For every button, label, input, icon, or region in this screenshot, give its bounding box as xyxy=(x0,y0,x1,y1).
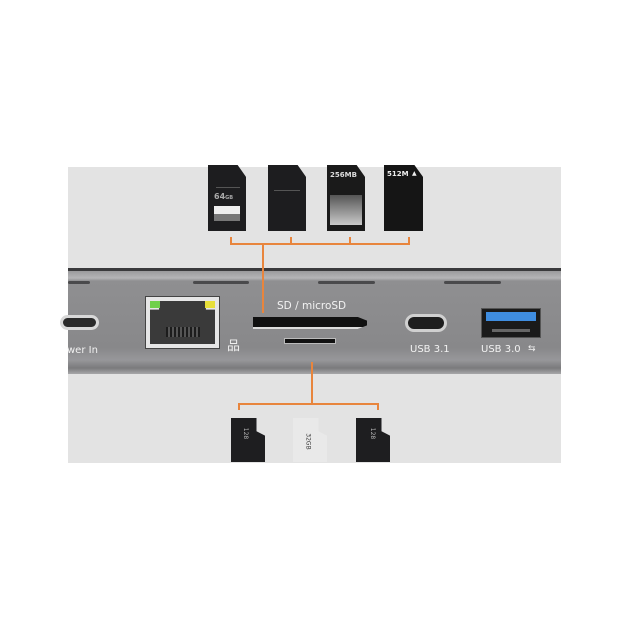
sd-card-capacity: 64 xyxy=(214,192,226,201)
microsd-capacity: 128 xyxy=(242,427,250,440)
power-in-label: wer In xyxy=(67,345,98,356)
connector-line xyxy=(377,403,379,410)
connector-line xyxy=(238,403,240,410)
sd-card-capacity: 512M xyxy=(387,170,409,178)
sd-card-256mb: 256MB xyxy=(327,165,365,231)
vent xyxy=(318,281,375,284)
triangle-icon: ▲ xyxy=(412,170,417,177)
power-usb-c-port xyxy=(60,315,99,330)
led-yellow xyxy=(205,301,215,308)
vent xyxy=(193,281,249,284)
sd-card-blank xyxy=(268,165,306,231)
connector-line xyxy=(230,243,410,245)
led-green xyxy=(150,301,160,308)
sd-card-slot xyxy=(253,317,367,329)
sd-microsd-label: SD / microSD xyxy=(277,300,347,312)
connector-line xyxy=(311,362,313,404)
charging-icon: ⇆ xyxy=(528,344,536,354)
sd-card-unit: GB xyxy=(225,195,234,201)
sd-card-512m: 512M ▲ xyxy=(384,165,423,231)
microsd-capacity: 32GB xyxy=(304,433,312,450)
connector-line xyxy=(290,237,292,244)
usb-c-port xyxy=(405,314,447,332)
ethernet-port xyxy=(145,296,220,349)
microsd-card-slot xyxy=(284,338,336,344)
vent xyxy=(68,281,90,284)
network-icon: 品 xyxy=(227,339,241,354)
vent xyxy=(444,281,501,284)
usb31-label: USB 3.1 xyxy=(410,344,450,355)
usb-a-port xyxy=(481,308,541,338)
usb30-label: USB 3.0 xyxy=(481,344,521,355)
connector-line xyxy=(238,403,379,405)
connector-line xyxy=(230,237,232,244)
sd-card-capacity: 256MB xyxy=(330,171,357,179)
sd-card-64gb: 64GB xyxy=(208,165,246,231)
connector-line xyxy=(349,237,351,244)
connector-line xyxy=(262,243,264,313)
connector-line xyxy=(408,237,410,244)
microsd-capacity: 128 xyxy=(369,427,377,440)
